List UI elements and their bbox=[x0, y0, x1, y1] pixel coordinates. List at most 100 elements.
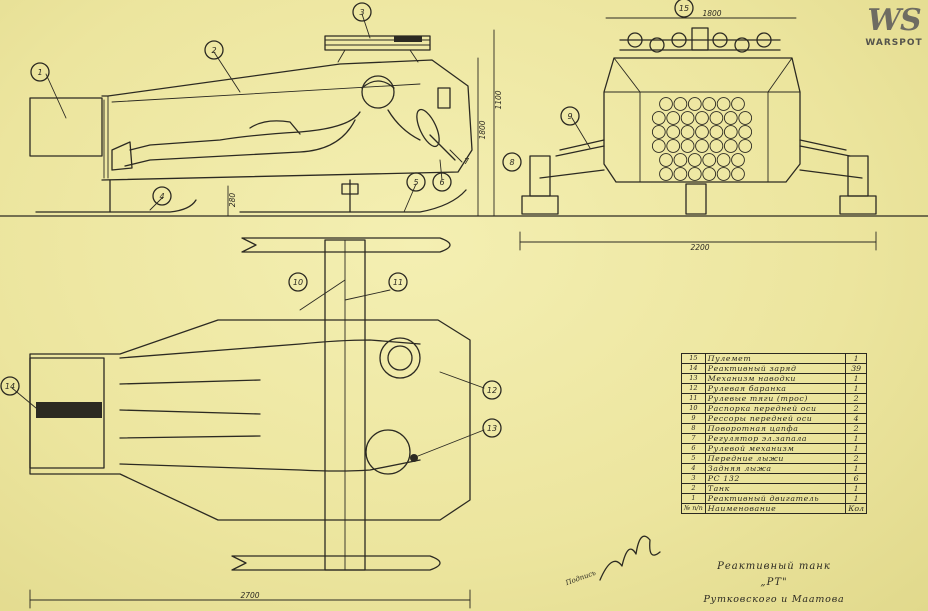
leaf-springs bbox=[555, 139, 851, 157]
callout-15: 15 bbox=[679, 4, 689, 13]
rocket-charge bbox=[680, 139, 695, 153]
parts-cell-qty: 2 bbox=[845, 403, 867, 414]
hull-top bbox=[29, 319, 471, 521]
rocket-charge bbox=[687, 153, 702, 167]
parts-cell-qty: 2 bbox=[845, 423, 867, 434]
front-hull bbox=[603, 57, 801, 183]
parts-cell-name: Поворотная цапфа bbox=[704, 423, 847, 434]
callout-7: 7 bbox=[464, 157, 470, 166]
dim-1800-front: 1800 bbox=[702, 9, 721, 18]
callout-4: 4 bbox=[159, 192, 164, 201]
rocket-charge bbox=[651, 125, 666, 139]
rocket-charge bbox=[680, 111, 695, 125]
rocket-charge bbox=[702, 153, 717, 167]
crew-figure-side bbox=[111, 75, 440, 171]
rocket-charge bbox=[651, 111, 666, 125]
parts-cell-name: Передние лыжи bbox=[704, 453, 847, 464]
side-view bbox=[0, 13, 928, 217]
parts-cell-no: № п/п bbox=[681, 503, 706, 514]
rocket-charge bbox=[680, 125, 695, 139]
parts-cell-qty: 1 bbox=[845, 353, 867, 364]
control-box bbox=[437, 87, 451, 109]
parts-cell-qty: 2 bbox=[845, 453, 867, 464]
title-line-3: Рутковского и Маатова bbox=[703, 594, 845, 605]
parts-cell-name: Рулевая баранка bbox=[704, 383, 847, 394]
parts-cell-no: 8 bbox=[681, 423, 706, 434]
parts-cell-qty: 1 bbox=[845, 373, 867, 384]
rocket-charge bbox=[738, 139, 753, 153]
crew-figures-top bbox=[119, 337, 421, 475]
callout-1: 1 bbox=[37, 68, 42, 77]
parts-cell-qty: 1 bbox=[845, 383, 867, 394]
parts-cell-qty: 1 bbox=[845, 463, 867, 474]
parts-cell-no: 9 bbox=[681, 413, 706, 424]
rocket-charge bbox=[695, 139, 709, 153]
parts-cell-name: Регулятор эл.запала bbox=[704, 433, 847, 444]
hull-inner-line bbox=[111, 83, 421, 103]
front-ski-top-lower bbox=[231, 555, 441, 571]
parts-cell-name: Рулевой механизм bbox=[704, 443, 847, 454]
front-ski-side bbox=[239, 189, 467, 213]
callout-9: 9 bbox=[567, 112, 572, 121]
parts-cell-name: Распорка передней оси bbox=[704, 403, 847, 414]
dim-1800-side: 1800 bbox=[478, 120, 487, 139]
rocket-charge bbox=[673, 153, 688, 167]
rocket-charge bbox=[716, 167, 731, 181]
rocket-charge bbox=[673, 97, 688, 111]
rocket-engine-nozzle bbox=[36, 402, 102, 418]
parts-cell-name: Реактивный заряд bbox=[704, 363, 847, 374]
dim-2200: 2200 bbox=[690, 243, 709, 252]
rocket-charge bbox=[723, 125, 738, 139]
rear-ski bbox=[35, 199, 197, 213]
parts-cell-name: Рессоры передней оси bbox=[704, 413, 847, 424]
rocket-charge bbox=[709, 139, 724, 153]
callout-13: 13 bbox=[487, 424, 497, 433]
parts-cell-no: 11 bbox=[681, 393, 706, 404]
rocket-charge bbox=[702, 167, 717, 181]
parts-cell-qty: 6 bbox=[845, 473, 867, 484]
rocket-charge bbox=[687, 167, 702, 181]
parts-cell-name: РС 132 bbox=[704, 473, 847, 484]
pivot-left bbox=[529, 155, 551, 197]
parts-cell-no: 7 bbox=[681, 433, 706, 444]
callout-11: 11 bbox=[393, 278, 403, 287]
signature bbox=[599, 535, 661, 581]
parts-cell-no: 15 bbox=[681, 353, 706, 364]
rocket-charge bbox=[738, 125, 753, 139]
parts-cell-qty: Кол bbox=[845, 503, 867, 514]
dim-280: 280 bbox=[228, 193, 237, 208]
rocket-charge bbox=[716, 97, 731, 111]
parts-cell-no: 6 bbox=[681, 443, 706, 454]
parts-cell-no: 1 bbox=[681, 493, 706, 504]
front-ski-top-upper bbox=[241, 237, 451, 253]
rocket-charge bbox=[695, 111, 709, 125]
rocket-charge bbox=[702, 97, 717, 111]
callout-6: 6 bbox=[439, 178, 444, 187]
warspot-logo: WS WARSPOT bbox=[862, 4, 926, 68]
rocket-charge bbox=[659, 153, 673, 167]
rear-ski-foot-front bbox=[685, 183, 707, 215]
gunner-head-top bbox=[365, 429, 411, 475]
parts-cell-name: Реактивный двигатель bbox=[704, 493, 847, 504]
rocket-charge bbox=[723, 139, 738, 153]
rocket-rack-side bbox=[324, 35, 431, 63]
parts-cell-qty: 4 bbox=[845, 413, 867, 424]
parts-cell-qty: 39 bbox=[845, 363, 867, 374]
title-line-2: „РТ" bbox=[760, 577, 788, 588]
parts-cell-no: 4 bbox=[681, 463, 706, 474]
parts-cell-name: Наименование bbox=[704, 503, 847, 514]
rocket-charge bbox=[731, 97, 745, 111]
parts-cell-name: Механизм наводки bbox=[704, 373, 847, 384]
rocket-charge bbox=[731, 153, 745, 167]
parts-cell-no: 12 bbox=[681, 383, 706, 394]
